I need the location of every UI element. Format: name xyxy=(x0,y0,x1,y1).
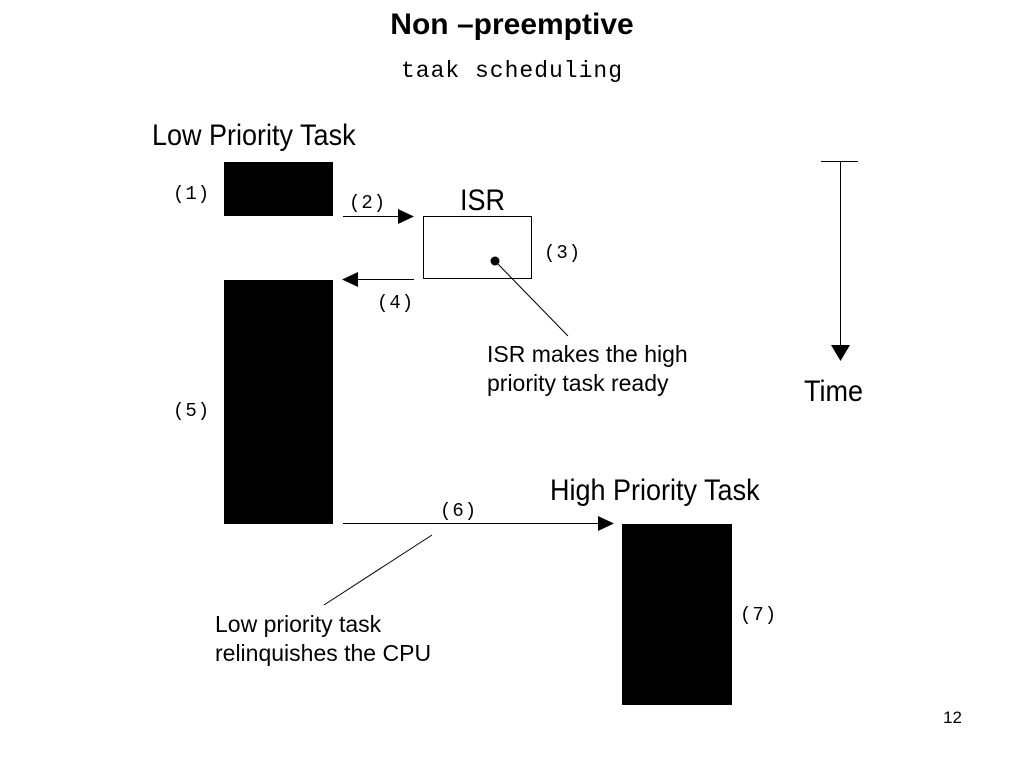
isr-note: ISR makes the high priority task ready xyxy=(487,340,688,398)
page-number: 12 xyxy=(943,708,962,727)
arrow-6-head xyxy=(598,516,614,531)
arrow-2-head xyxy=(398,209,414,224)
isr-note-line-1: ISR makes the high xyxy=(487,341,688,367)
step-5-label: (5) xyxy=(173,400,211,422)
slide-title: Non –preemptive xyxy=(390,8,634,41)
step-7-label: (7) xyxy=(740,604,778,626)
step-3-label: (3) xyxy=(544,242,582,264)
isr-note-line-2: priority task ready xyxy=(487,370,669,396)
step-6-label: (6) xyxy=(440,500,478,522)
isr-label: ISR xyxy=(460,184,506,217)
relinquish-note-line-2: relinquishes the CPU xyxy=(215,640,432,666)
step-1-label: (1) xyxy=(173,183,211,205)
relinquish-note-line-1: Low priority task xyxy=(215,611,382,637)
relinquish-callout-line xyxy=(323,534,433,606)
step-2-label: (2) xyxy=(349,192,387,214)
low-priority-task-label: Low Priority Task xyxy=(152,119,356,152)
isr-callout-line xyxy=(494,260,569,337)
time-axis-arrowhead xyxy=(831,345,850,361)
arrow-4-head xyxy=(342,272,358,287)
low-task-block-1 xyxy=(224,162,333,216)
high-task-block xyxy=(622,524,732,705)
isr-box xyxy=(423,216,532,279)
time-label: Time xyxy=(804,375,864,408)
step-4-label: (4) xyxy=(377,292,415,314)
relinquish-note: Low priority task relinquishes the CPU xyxy=(215,610,431,668)
high-priority-task-label: High Priority Task xyxy=(550,474,760,507)
slide-subtitle: taak scheduling xyxy=(400,58,624,84)
low-task-block-2 xyxy=(224,280,333,524)
